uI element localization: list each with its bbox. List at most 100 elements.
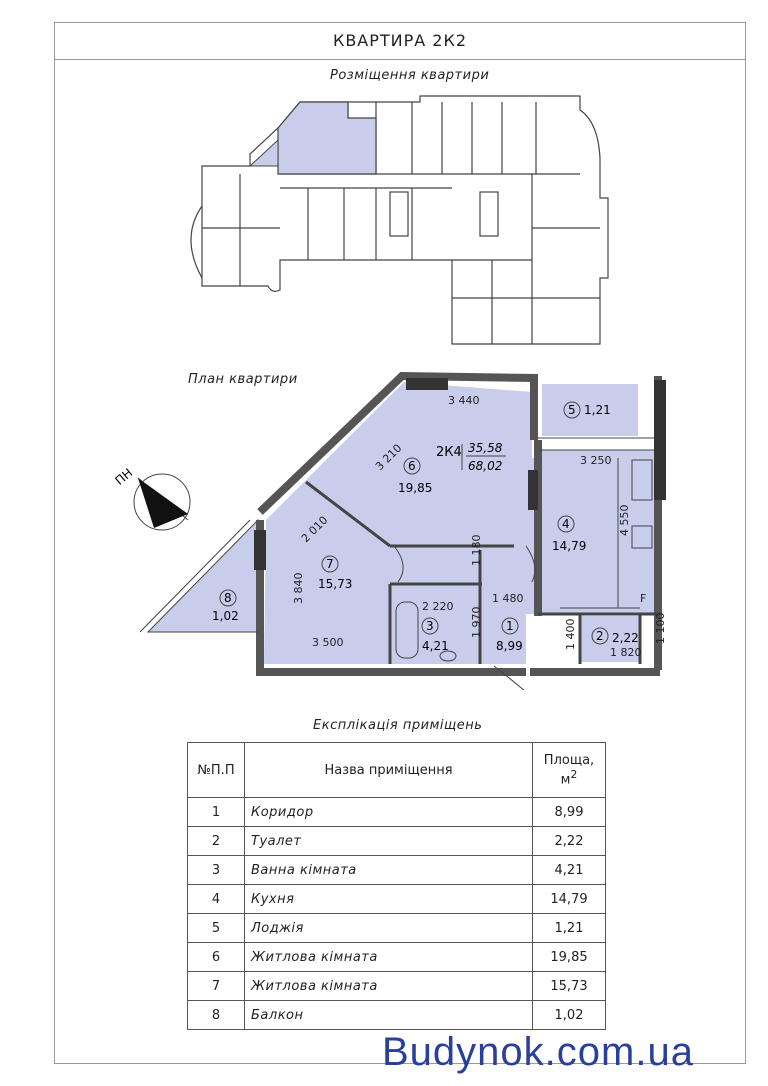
kitchen-sink-icon <box>631 525 653 549</box>
header-name: Назва приміщення <box>244 742 533 798</box>
header-area: Площа, м2 <box>532 742 606 798</box>
bathtub-icon <box>395 601 419 659</box>
row-number: 7 <box>187 971 245 1001</box>
window-block <box>254 530 266 570</box>
room-4-kitchen <box>538 450 656 614</box>
room-name: Коридор <box>244 797 533 827</box>
sink-icon <box>439 650 457 662</box>
room-name: Житлова кімната <box>244 942 533 972</box>
row-number: 8 <box>187 1000 245 1030</box>
room-name: Лоджія <box>244 913 533 943</box>
table-caption: Експлікація приміщень <box>313 718 483 733</box>
outer-wall <box>257 371 538 515</box>
dimension-label: 3 840 <box>292 573 305 605</box>
location-caption: Розміщення квартири <box>330 68 490 83</box>
room-3-area: 4,21 <box>422 639 449 653</box>
room-4-number: 4 <box>562 517 570 531</box>
row-number: 6 <box>187 942 245 972</box>
room-area: 1,02 <box>532 1000 606 1030</box>
dimension-label: 4 550 <box>618 505 631 537</box>
sheet-frame: КВАРТИРА 2К2 <box>54 22 746 1064</box>
header-area-unit: м <box>560 772 571 788</box>
room-2-toilet <box>580 616 640 662</box>
highlighted-balcony <box>248 138 279 167</box>
apartment-code: 2К4 <box>436 445 462 460</box>
row-number: 1 <box>187 797 245 827</box>
window-block <box>654 380 666 500</box>
row-number: 4 <box>187 884 245 914</box>
watermark-text: Budynok.com.ua <box>382 1030 694 1074</box>
dimension-label: 1 400 <box>564 619 577 651</box>
dimension-label: 3 440 <box>448 394 480 407</box>
window-block <box>528 470 538 510</box>
building-location-plan <box>190 95 609 345</box>
dimension-label: 1 100 <box>654 613 667 645</box>
room-name: Ванна кімната <box>244 855 533 885</box>
row-number: 3 <box>187 855 245 885</box>
room-4-area: 14,79 <box>552 539 586 553</box>
room-area: 15,73 <box>532 971 606 1001</box>
room-2-area: 2,22 <box>612 631 639 645</box>
dimension-label: 3 500 <box>312 636 344 649</box>
row-number: 2 <box>187 826 245 856</box>
apartment-plan: 2К4 35,58 68,02 6 19,85 7 15,73 8 1,02 4… <box>140 371 667 690</box>
highlighted-apartment <box>277 101 377 175</box>
compass-label: ПН <box>112 466 135 488</box>
room-area: 19,85 <box>532 942 606 972</box>
table-header-row: №П.П Назва приміщення Площа, м2 <box>187 742 606 798</box>
left-wing-outline <box>201 95 609 345</box>
apartment-living-area: 35,58 <box>468 441 503 455</box>
room-7-number: 7 <box>326 557 334 571</box>
room-8-balcony <box>146 518 259 633</box>
dimension-label: 1 820 <box>610 646 642 659</box>
room-5-area: 1,21 <box>584 403 611 417</box>
plan-caption: План квартири <box>188 372 298 387</box>
room-1-number: 1 <box>506 619 514 633</box>
title-bar: КВАРТИРА 2К2 <box>55 23 745 60</box>
room-name: Балкон <box>244 1000 533 1030</box>
room-8-area: 1,02 <box>212 609 239 623</box>
header-area-sup: 2 <box>570 767 578 781</box>
door-swing <box>393 545 404 583</box>
room-8-number: 8 <box>224 591 232 605</box>
room-7-area: 15,73 <box>318 577 352 591</box>
dimension-label: 1 480 <box>492 592 524 605</box>
room-area: 8,99 <box>532 797 606 827</box>
page-title: КВАРТИРА 2К2 <box>332 31 468 50</box>
kitchen-mark: F <box>640 592 646 605</box>
room-6-area: 19,85 <box>398 481 432 495</box>
dimension-label: 2 220 <box>422 600 454 613</box>
header-area-label: Площа, <box>543 752 595 768</box>
living-area-fill <box>264 382 540 664</box>
room-1-area: 8,99 <box>496 639 523 653</box>
room-area: 14,79 <box>532 884 606 914</box>
round-tower <box>190 205 203 279</box>
room-name: Кухня <box>244 884 533 914</box>
window-block <box>406 378 448 390</box>
stove-icon <box>631 459 653 501</box>
room-3-number: 3 <box>426 619 434 633</box>
room-area: 4,21 <box>532 855 606 885</box>
room-name: Житлова кімната <box>244 971 533 1001</box>
dimension-label: 1 970 <box>470 607 483 639</box>
compass-arrow-icon <box>138 478 188 528</box>
header-num: №П.П <box>187 742 245 798</box>
apartment-total-area: 68,02 <box>468 459 502 473</box>
room-name: Туалет <box>244 826 533 856</box>
room-5-number: 5 <box>568 403 576 417</box>
room-area: 1,21 <box>532 913 606 943</box>
room-area: 2,22 <box>532 826 606 856</box>
dimension-label: 1 180 <box>470 535 483 567</box>
room-2-number: 2 <box>596 629 604 643</box>
room-5-loggia <box>542 384 638 436</box>
